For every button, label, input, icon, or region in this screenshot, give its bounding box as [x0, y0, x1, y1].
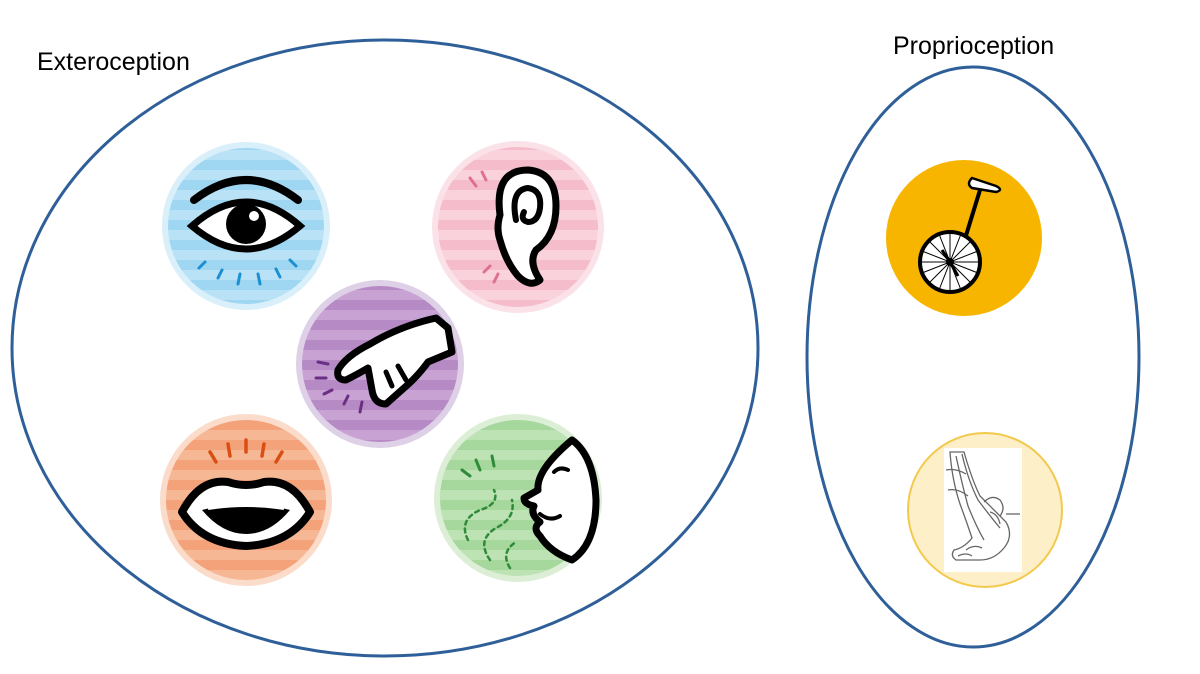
balance-sense	[886, 160, 1042, 316]
proprioception-outline	[805, 65, 1141, 649]
unicycle-icon	[918, 176, 1002, 294]
ear-icon	[468, 166, 560, 287]
touch-sense	[296, 280, 464, 448]
smell-sense	[434, 414, 602, 582]
exteroception-label: Exteroception	[37, 48, 190, 76]
taste-sense	[160, 414, 332, 586]
eye-icon	[186, 176, 306, 286]
nose-face-icon	[460, 436, 600, 570]
exteroception-outline	[10, 38, 760, 658]
hearing-sense	[432, 141, 604, 313]
body-position-sense	[907, 432, 1063, 588]
mouth-icon	[178, 438, 314, 550]
foot-anatomy-icon	[945, 451, 1020, 561]
proprioception-label: Proprioception	[893, 32, 1055, 60]
sight-sense	[162, 142, 330, 310]
hand-icon	[314, 314, 456, 414]
